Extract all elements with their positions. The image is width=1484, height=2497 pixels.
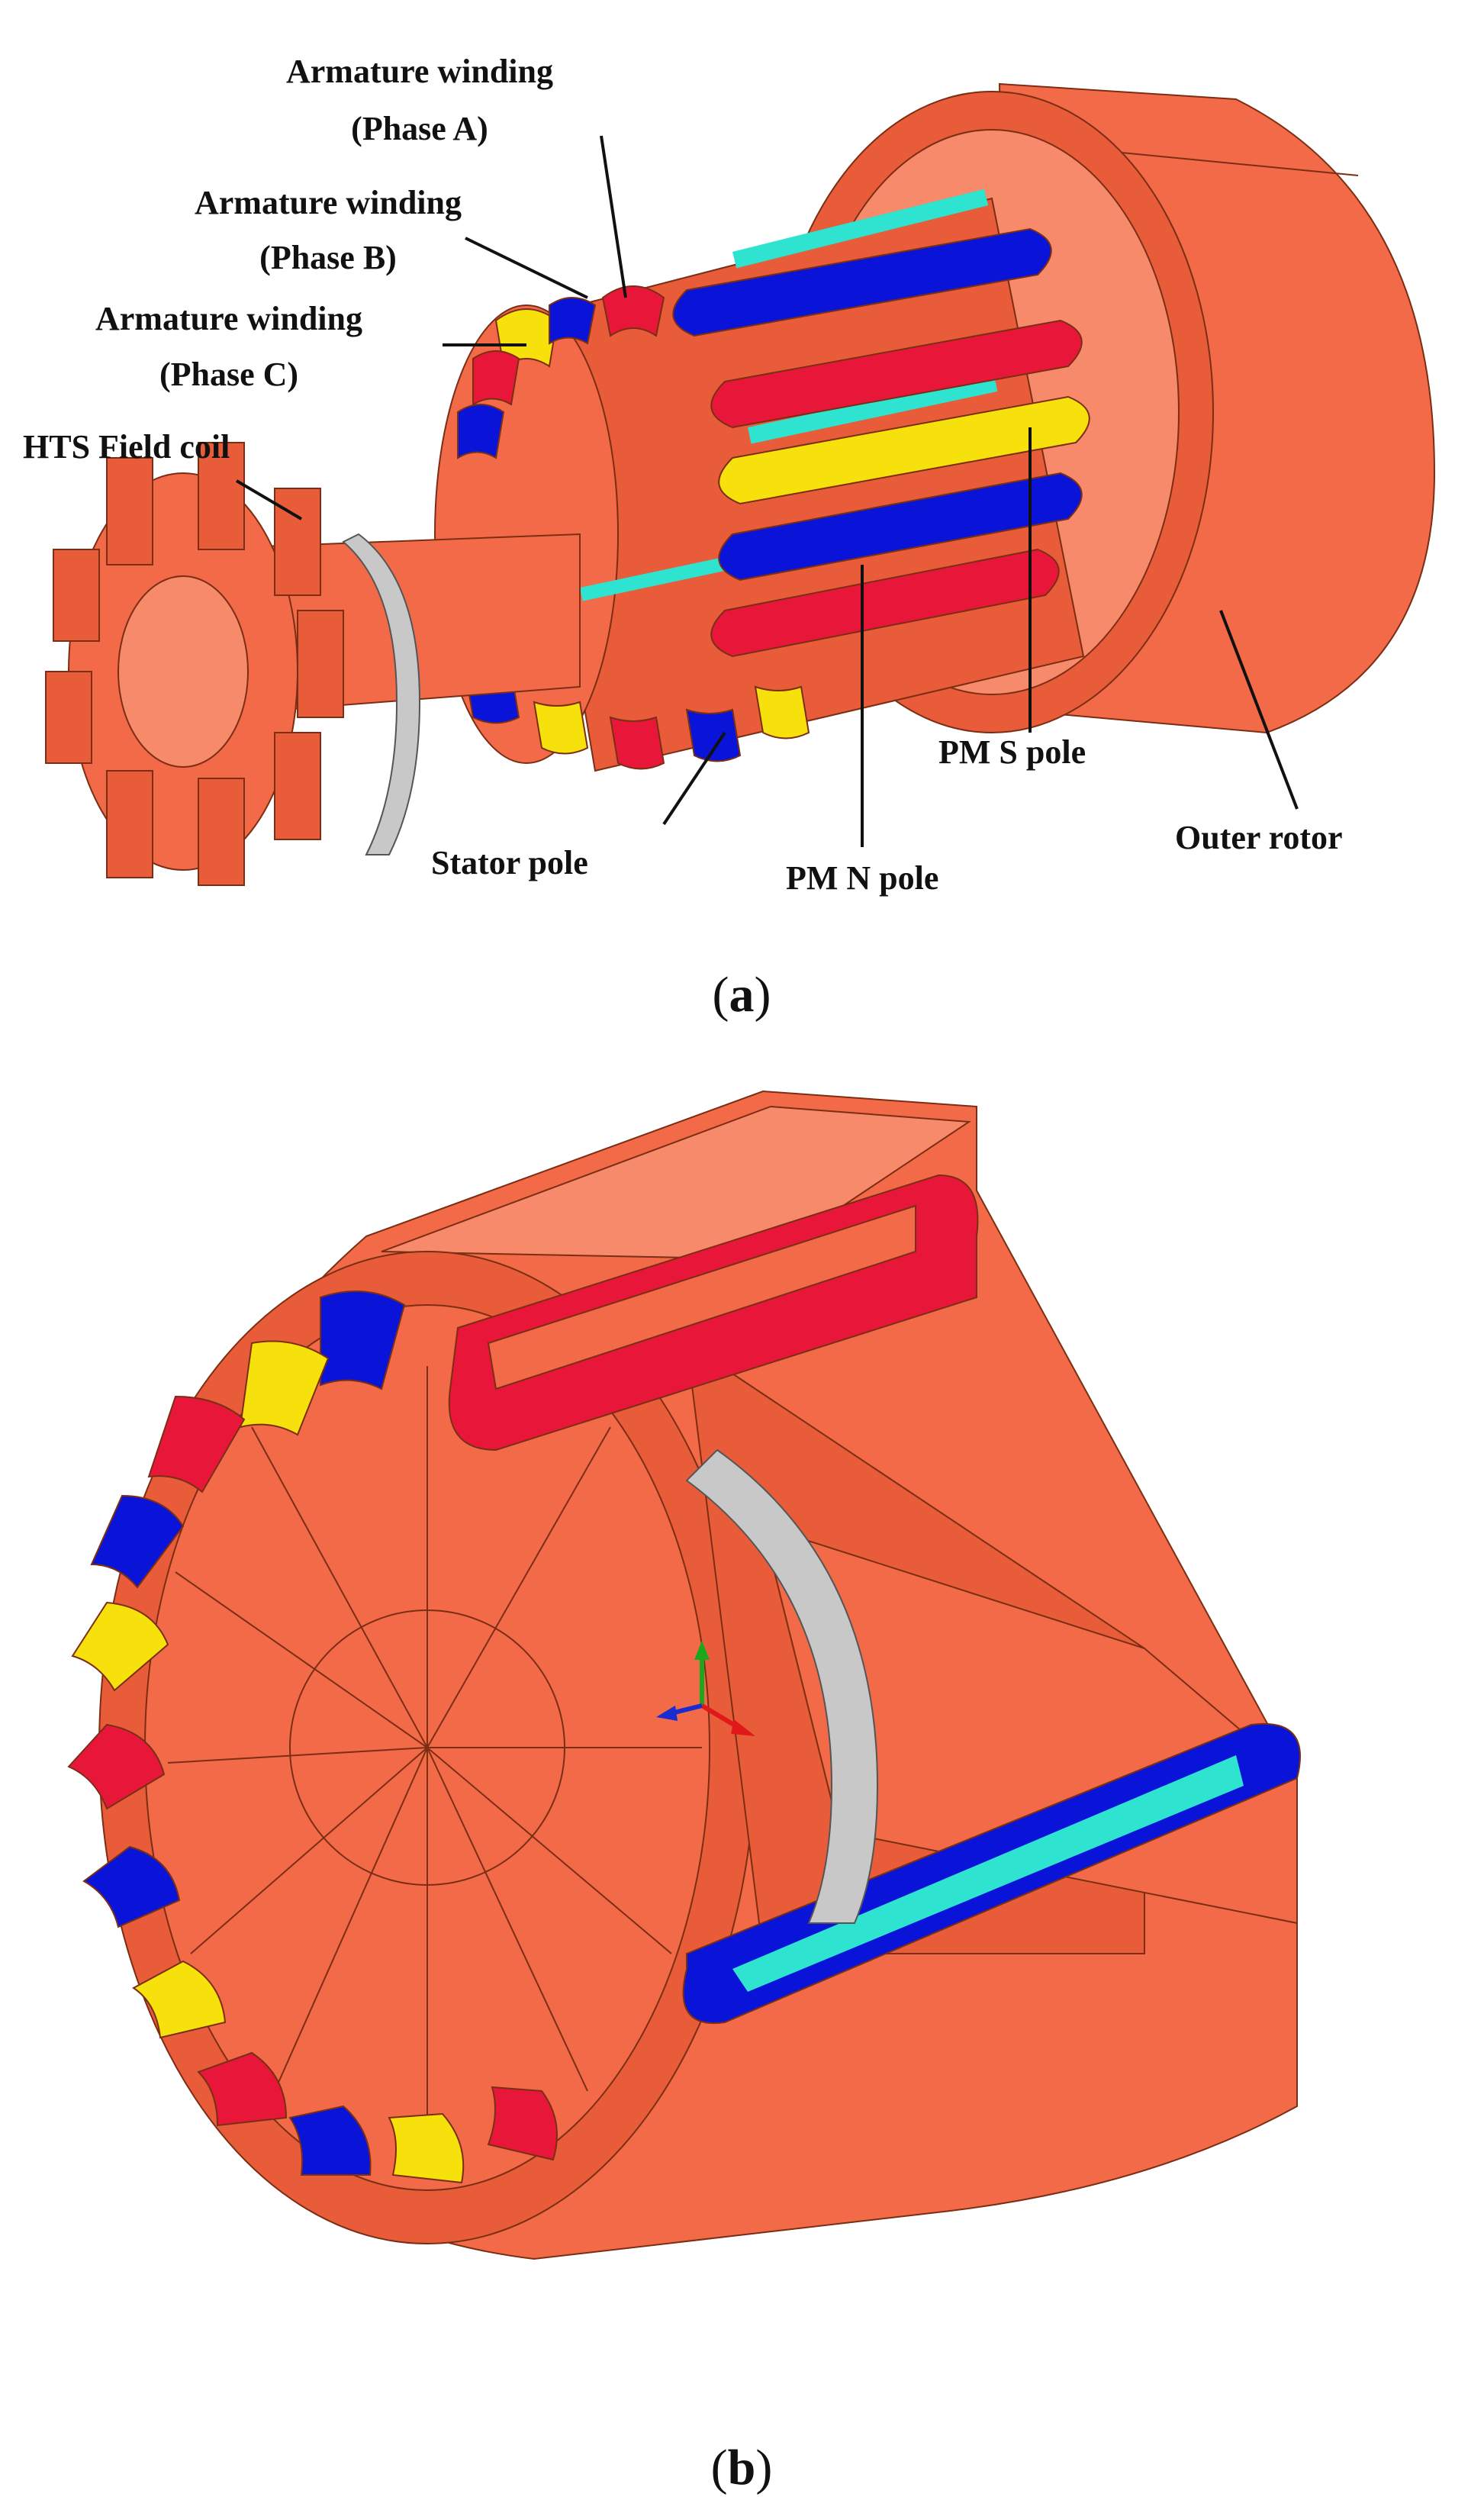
armature-coils-a [672, 227, 1090, 658]
label-armature-a-line1: Armature winding [286, 53, 553, 90]
field-rotor-teeth [45, 442, 344, 886]
center-hub [167, 1366, 702, 2137]
field-rotor [45, 442, 581, 886]
panel-b-cutaway-view: (b) [67, 1090, 1301, 2495]
label-armature-b-line2: (Phase B) [259, 239, 397, 276]
panel-a-exploded-view: Armature winding (Phase A) Armature wind… [23, 53, 1436, 1023]
label-armature-c-line1: Armature winding [95, 300, 362, 337]
label-armature-a-line2: (Phase A) [351, 110, 488, 147]
hts-field-coil-ring [342, 533, 421, 855]
label-pm-s-pole: PM S pole [938, 733, 1086, 771]
label-stator-pole: Stator pole [431, 844, 588, 881]
label-outer-rotor: Outer rotor [1175, 819, 1343, 856]
caption-b: (b) [711, 2440, 773, 2495]
callouts: Armature winding (Phase A) Armature wind… [23, 53, 1343, 897]
axis-triad [656, 1641, 755, 1736]
label-hts-field-coil: HTS Field coil [23, 428, 230, 466]
caption-a: (a) [713, 967, 771, 1023]
end-turns-b [67, 1290, 558, 2184]
leader-lines [235, 135, 1299, 847]
label-armature-b-line1: Armature winding [195, 184, 462, 221]
label-pm-n-pole: PM N pole [786, 859, 938, 897]
hts-field-coil-ring-b [685, 1448, 879, 1924]
label-armature-c-line2: (Phase C) [159, 356, 298, 393]
